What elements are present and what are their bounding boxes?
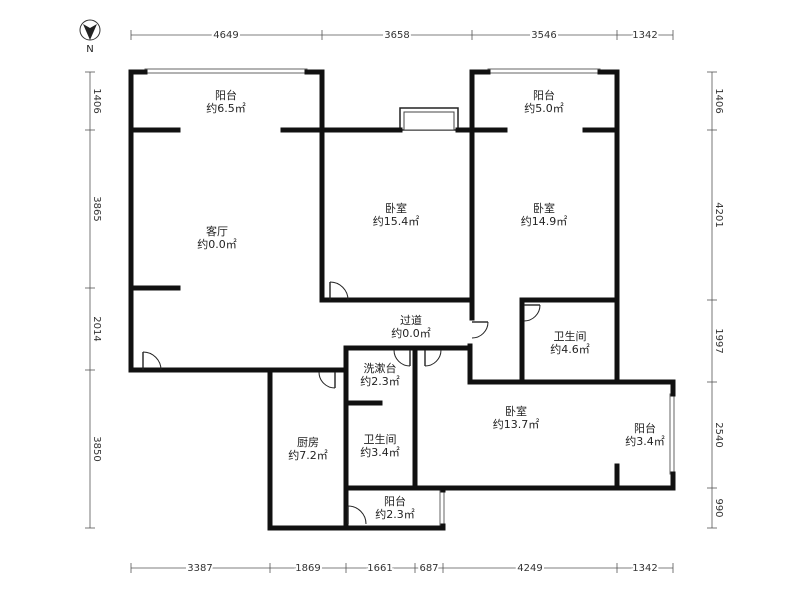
room-bathroom-2: 卫生间 约3.4㎡: [360, 432, 400, 459]
room-corridor: 过道 约0.0㎡: [391, 313, 431, 340]
room-name: 卫生间: [364, 432, 397, 446]
room-name: 厨房: [297, 436, 319, 449]
room-area: 约4.6㎡: [550, 343, 590, 356]
dimension-label: 1661: [367, 563, 392, 574]
room-area: 约5.0㎡: [524, 102, 564, 115]
north-arrow-icon: [79, 19, 101, 41]
room-name: 卫生间: [554, 329, 587, 343]
dimension-label: 3546: [531, 30, 556, 41]
room-name: 阳台: [533, 88, 555, 102]
dimension-label: 2540: [713, 422, 724, 447]
dimension-line-right: [707, 71, 717, 529]
room-name: 客厅: [206, 224, 228, 238]
room-bedroom-1: 卧室 约15.4㎡: [373, 201, 420, 228]
room-area: 约0.0㎡: [391, 327, 431, 340]
room-area: 约14.9㎡: [521, 215, 568, 228]
room-name: 阳台: [634, 421, 656, 435]
door-icon: [142, 351, 162, 371]
door-icon: [471, 321, 489, 339]
room-living-room: 客厅 约0.0㎡: [197, 224, 237, 251]
dimension-label: 1406: [713, 88, 724, 113]
room-balcony-1: 阳台 约6.5㎡: [206, 88, 246, 115]
room-area: 约3.4㎡: [625, 435, 665, 448]
dimension-line-bottom: [130, 563, 674, 573]
door-icon: [523, 304, 541, 322]
walls: [128, 69, 676, 531]
room-wash-basin: 洗漱台 约2.3㎡: [360, 361, 400, 388]
room-area: 约7.2㎡: [288, 449, 328, 462]
dimension-label: 4201: [713, 202, 724, 227]
dimension-label: 687: [419, 563, 438, 574]
room-area: 约13.7㎡: [493, 418, 540, 431]
room-bathroom-1: 卫生间 约4.6㎡: [550, 329, 590, 356]
room-balcony-4: 阳台 约2.3㎡: [375, 494, 415, 521]
room-area: 约3.4㎡: [360, 446, 400, 459]
room-balcony-3: 阳台 约3.4㎡: [625, 421, 665, 448]
dimension-label: 2014: [91, 316, 102, 341]
room-name: 洗漱台: [364, 361, 397, 375]
room-name: 卧室: [505, 404, 527, 418]
doors: [142, 281, 541, 525]
room-bedroom-3: 卧室 约13.7㎡: [493, 404, 540, 431]
dimension-label: 1342: [632, 563, 657, 574]
door-icon: [424, 349, 442, 367]
door-icon: [329, 281, 349, 301]
north-label: N: [86, 44, 93, 55]
room-name: 阳台: [215, 88, 237, 102]
dimension-line-left: [85, 71, 95, 529]
dimension-label: 1997: [713, 328, 724, 353]
dimension-line-top: [130, 30, 674, 40]
dimension-label: 990: [713, 498, 724, 517]
room-name: 卧室: [385, 201, 407, 215]
dimension-label: 3865: [91, 196, 102, 221]
door-icon: [347, 505, 367, 525]
room-bedroom-2: 卧室 约14.9㎡: [521, 201, 568, 228]
dimension-label: 1406: [91, 88, 102, 113]
dimension-label: 3387: [187, 563, 212, 574]
room-name: 过道: [400, 313, 422, 327]
room-area: 约6.5㎡: [206, 102, 246, 115]
room-area: 约15.4㎡: [373, 215, 420, 228]
room-name: 阳台: [384, 494, 406, 508]
room-kitchen: 厨房 约7.2㎡: [288, 436, 328, 462]
dimension-label: 4649: [213, 30, 238, 41]
dimension-label: 1342: [632, 30, 657, 41]
dimension-label: 1869: [295, 563, 320, 574]
door-icon: [393, 349, 411, 367]
room-area: 约2.3㎡: [360, 375, 400, 388]
room-area: 约0.0㎡: [197, 238, 237, 251]
room-balcony-2: 阳台 约5.0㎡: [524, 88, 564, 115]
dimension-label: 3850: [91, 436, 102, 461]
dimension-label: 4249: [517, 563, 542, 574]
room-name: 卧室: [533, 201, 555, 215]
dimension-label: 3658: [384, 30, 409, 41]
door-icon: [318, 371, 336, 389]
room-area: 约2.3㎡: [375, 508, 415, 521]
